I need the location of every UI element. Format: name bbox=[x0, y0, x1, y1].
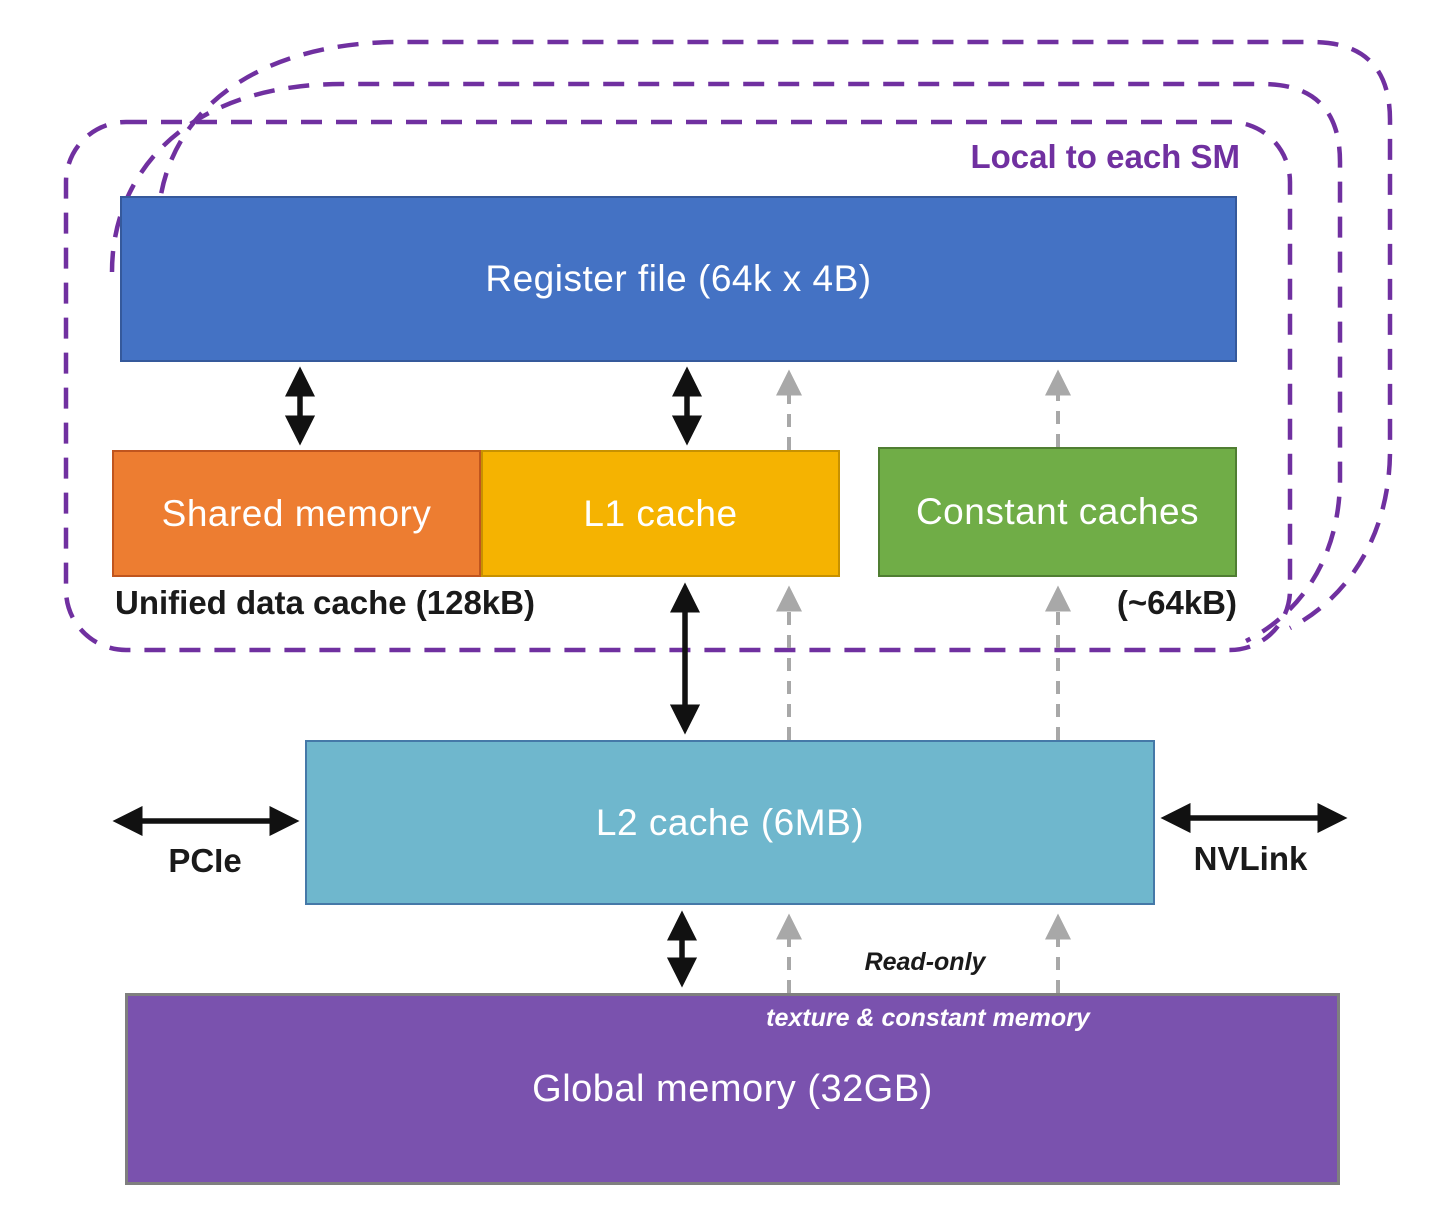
global-memory-box: Global memory (32GB) bbox=[125, 993, 1340, 1185]
unified-data-cache-note: Unified data cache (128kB) bbox=[115, 584, 535, 621]
register-file-box: Register file (64k x 4B) bbox=[120, 196, 1237, 362]
l2-cache-box: L2 cache (6MB) bbox=[305, 740, 1155, 905]
local-to-each-sm-label: Local to each SM bbox=[970, 138, 1240, 175]
global-memory-label: Global memory (32GB) bbox=[532, 1067, 933, 1110]
l2-cache-label: L2 cache (6MB) bbox=[595, 801, 865, 843]
read-only-label: Read-only bbox=[864, 948, 986, 976]
register-file-label: Register file (64k x 4B) bbox=[485, 258, 872, 299]
sm-outline-back bbox=[155, 39, 1393, 630]
pcie-label: PCIe bbox=[168, 842, 242, 879]
sm-outline-middle bbox=[109, 81, 1343, 644]
constant-caches-label: Constant caches bbox=[915, 491, 1200, 532]
constant-caches-box: Constant caches bbox=[878, 447, 1237, 577]
nvlink-label: NVLink bbox=[1193, 840, 1308, 877]
l1-cache-label: L1 cache bbox=[583, 492, 738, 534]
texture-constant-memory-label: texture & constant memory bbox=[766, 1004, 1090, 1032]
shared-memory-label: Shared memory bbox=[161, 492, 432, 534]
shared-memory-box: Shared memory bbox=[112, 450, 481, 577]
constant-cache-size-note: (~64kB) bbox=[1116, 584, 1237, 621]
l1-cache-box: L1 cache bbox=[481, 450, 840, 577]
